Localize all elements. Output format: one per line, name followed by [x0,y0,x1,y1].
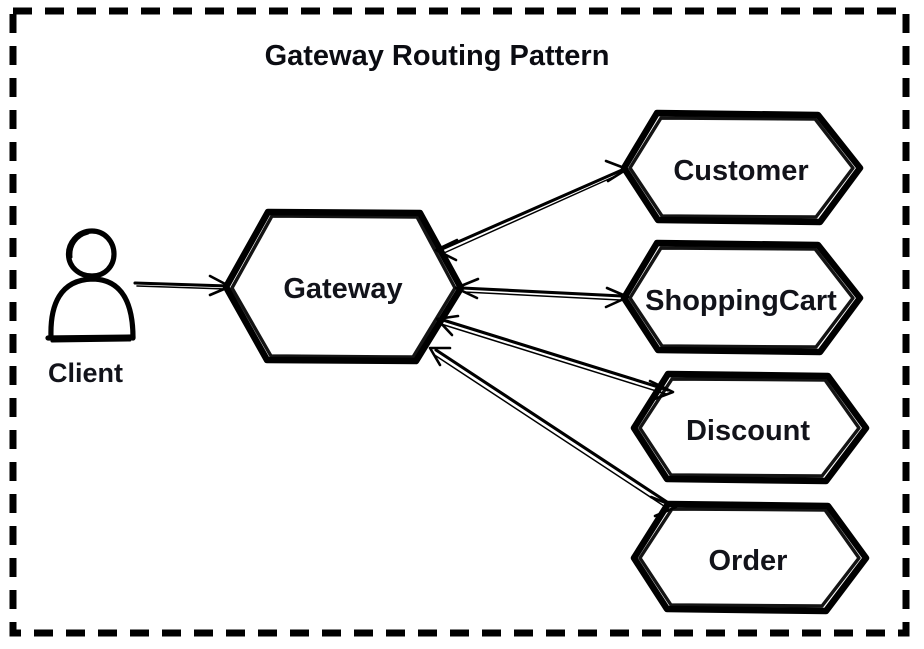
connection-client-gateway[interactable] [133,274,232,297]
client-body-icon [48,276,136,341]
arrowhead-customer-to-gateway [434,238,459,262]
client-head-icon [65,228,117,279]
node-discount-label: Discount [686,415,810,447]
arrowhead-gateway-to-discount [648,379,675,402]
arrowhead-gateway-to-customer [604,159,629,183]
arrowhead-shoppingcart-to-gateway [454,277,480,300]
connection-gateway-discount[interactable] [435,314,675,402]
node-order-label: Order [709,545,788,577]
arrowhead-discount-to-gateway [435,314,460,337]
node-customer-label: Customer [673,155,808,187]
node-shoppingcart-label: ShoppingCart [645,285,837,317]
arrowhead-gateway-to-order [649,495,678,518]
client-head-sketch-overstroke [69,231,90,259]
client-base-sketch-overstroke [50,338,132,343]
node-shoppingcart[interactable]: ShoppingCart [620,239,864,356]
client-base-line [45,334,136,341]
diagram-border [9,7,910,637]
arrowhead-order-to-gateway [428,346,452,367]
actor-client[interactable]: Client [45,228,136,388]
node-customer[interactable]: Customer [620,109,864,226]
connection-gateway-order[interactable] [428,346,678,518]
node-gateway[interactable]: Gateway [222,208,465,365]
node-discount[interactable]: Discount [630,370,870,485]
connection-gateway-shoppingcart[interactable] [454,277,630,309]
actor-client-label: Client [48,358,123,388]
node-order[interactable]: Order [630,500,870,615]
node-gateway-label: Gateway [283,273,402,305]
connection-gateway-customer[interactable] [434,159,629,262]
page-title: Gateway Routing Pattern [265,40,610,72]
arrowhead-gateway-to-shoppingcart [604,286,630,309]
